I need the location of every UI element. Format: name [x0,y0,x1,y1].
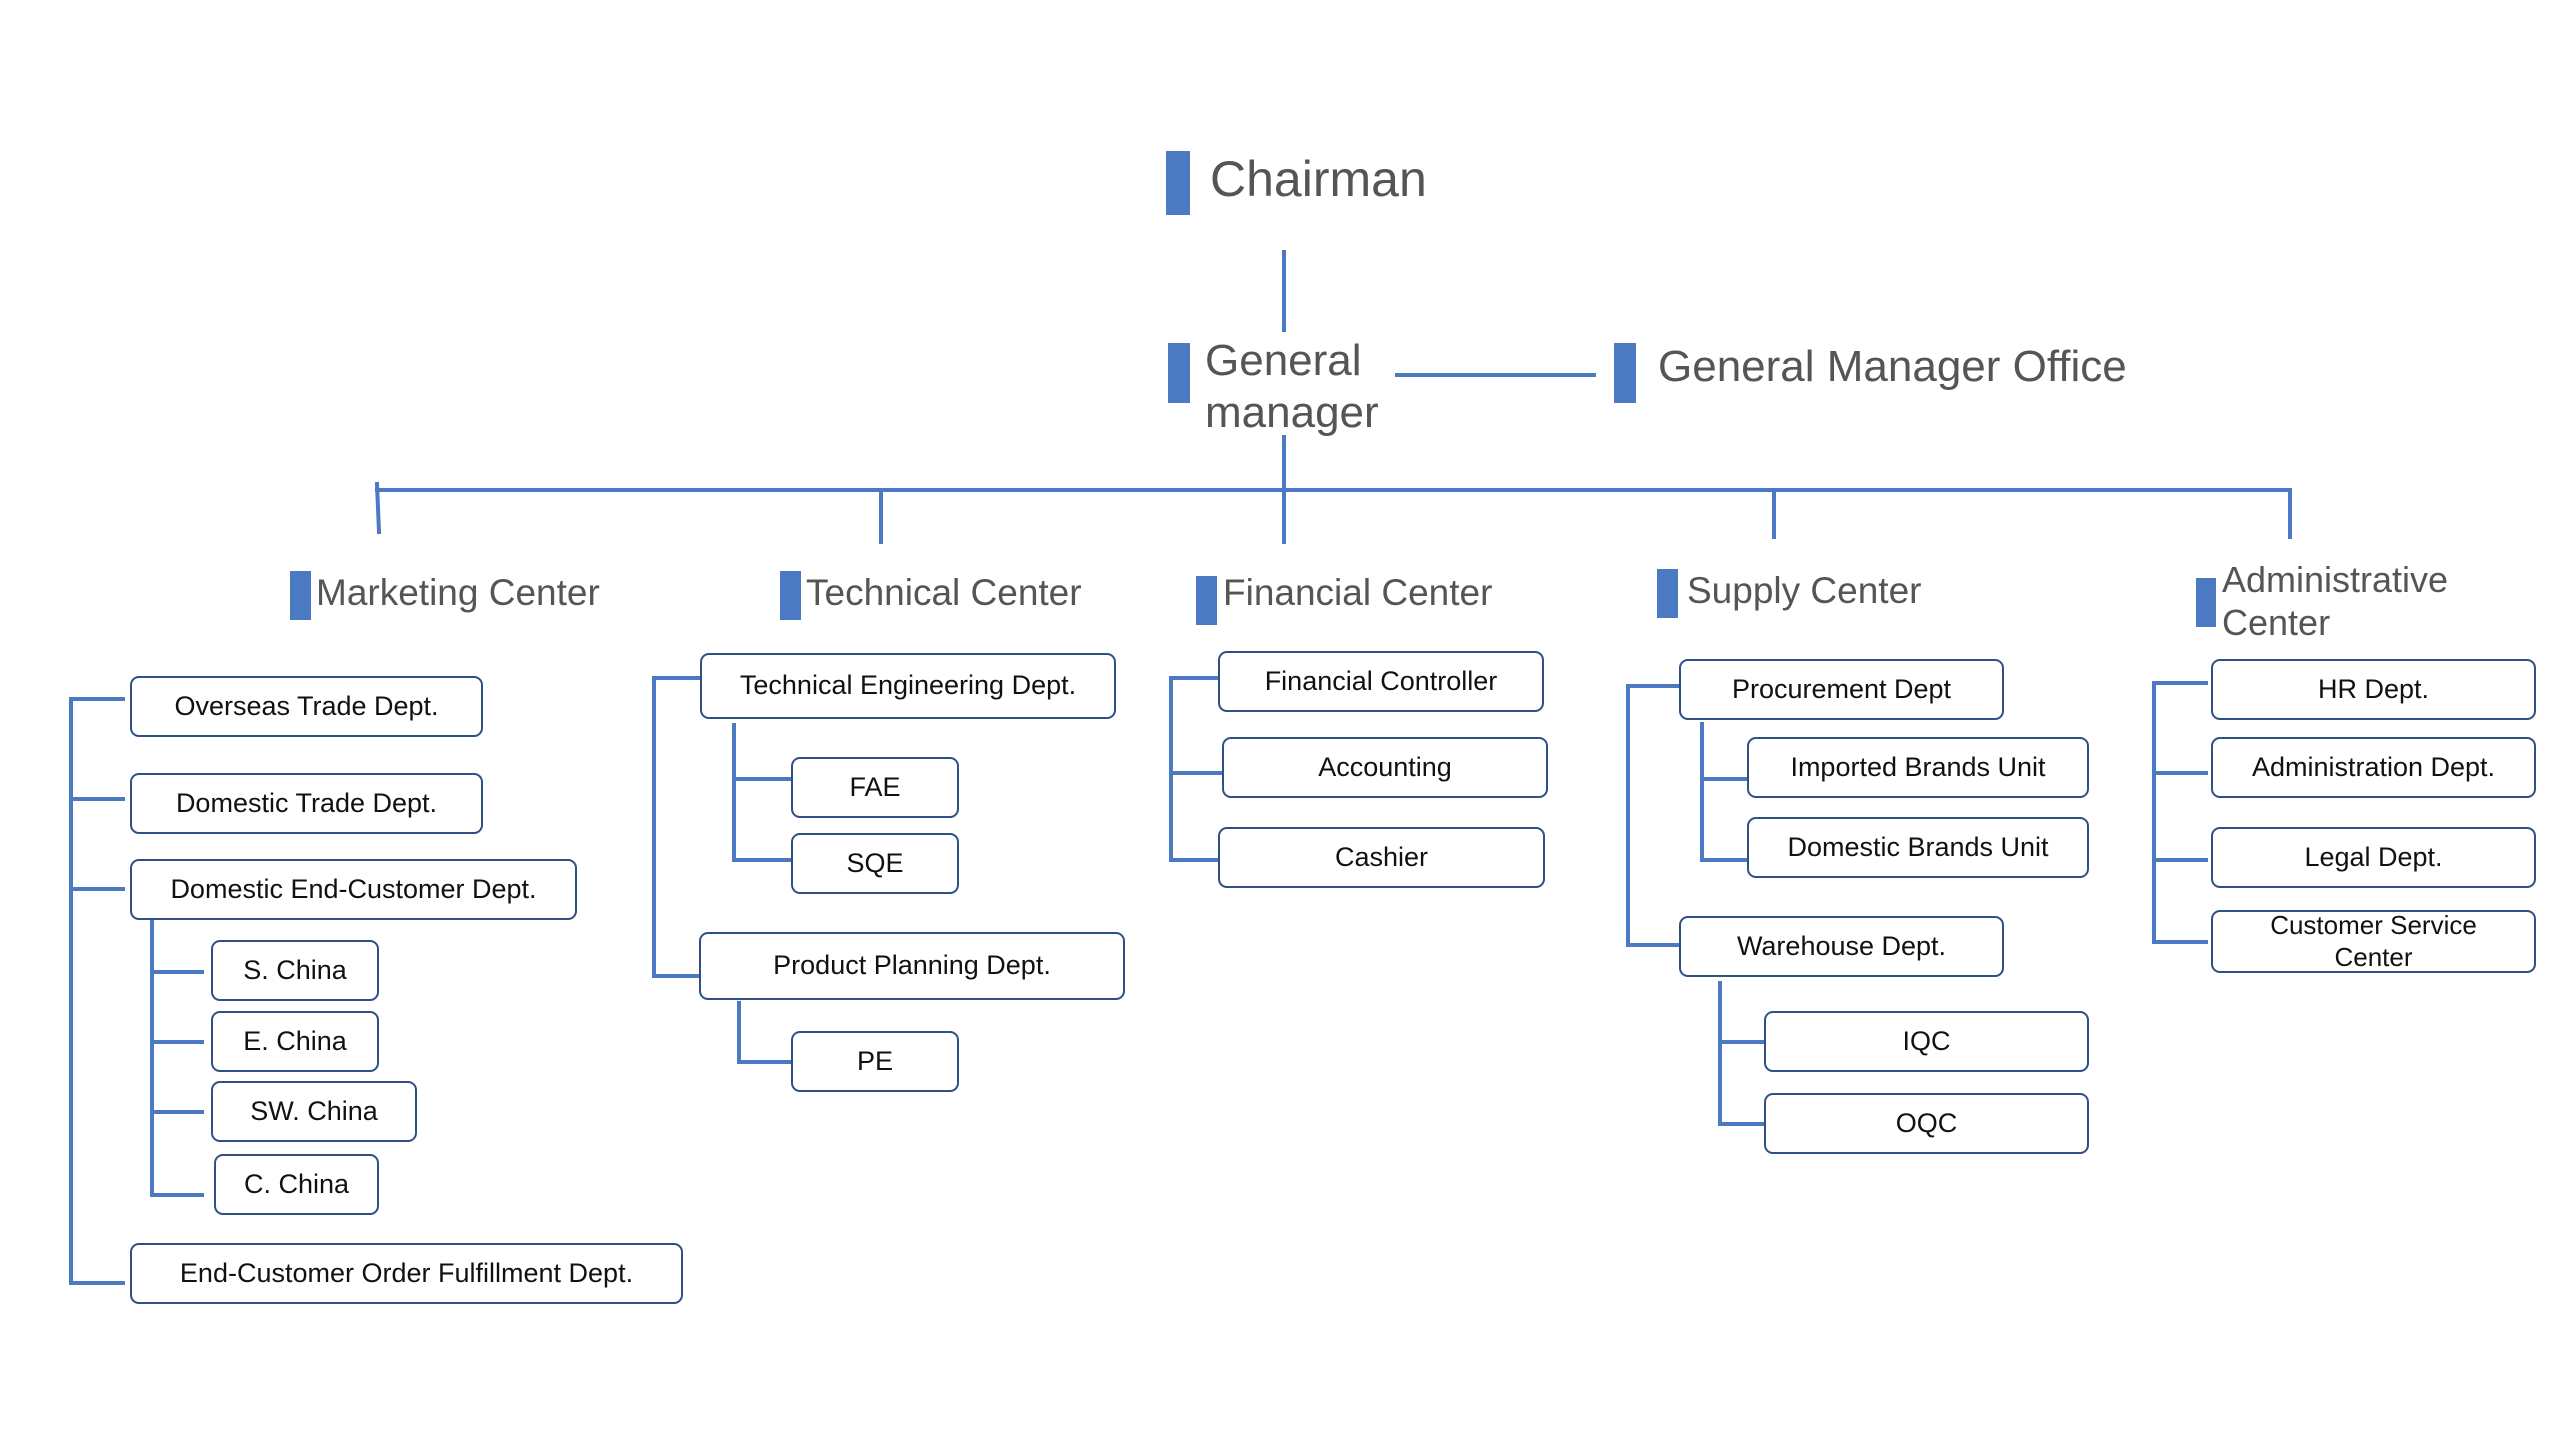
imported-brands-unit-node: Imported Brands Unit [1747,737,2089,798]
supply-center-title: Supply Center [1687,570,1922,611]
domestic-trade-dept-node: Domestic Trade Dept. [130,773,483,834]
financial-center-accent-bar [1196,576,1217,625]
customer-service-center-node: Customer Service Center [2211,910,2536,973]
oqc-node: OQC [1764,1093,2089,1154]
hr-dept-node: HR Dept. [2211,659,2536,720]
marketing-center-accent-bar [290,571,311,620]
gm-office-accent-bar [1614,343,1636,403]
technical-engineering-dept-node: Technical Engineering Dept. [700,653,1116,719]
general-manager-title: General manager [1205,336,1379,437]
iqc-node: IQC [1764,1011,2089,1072]
accounting-node: Accounting [1222,737,1548,798]
technical-center-accent-bar [780,571,801,620]
procurement-dept-node: Procurement Dept [1679,659,2004,720]
overseas-trade-dept-node: Overseas Trade Dept. [130,676,483,737]
pe-node: PE [791,1031,959,1092]
financial-controller-node: Financial Controller [1218,651,1544,712]
administration-dept-node: Administration Dept. [2211,737,2536,798]
financial-center-title: Financial Center [1223,572,1493,613]
end-customer-fulfillment-dept-node: End-Customer Order Fulfillment Dept. [130,1243,683,1304]
region-node-c-china: C. China [214,1154,379,1215]
general-manager-accent-bar [1168,343,1190,403]
technical-center-title: Technical Center [806,572,1082,613]
supply-center-accent-bar [1657,569,1678,618]
sqe-node: SQE [791,833,959,894]
legal-dept-node: Legal Dept. [2211,827,2536,888]
administrative-center-accent-bar [2196,578,2216,627]
fae-node: FAE [791,757,959,818]
region-node-e-china: E. China [211,1011,379,1072]
administrative-center-title: Administrative Center [2222,559,2449,643]
warehouse-dept-node: Warehouse Dept. [1679,916,2004,977]
cashier-node: Cashier [1218,827,1545,888]
region-node-s-china: S. China [211,940,379,1001]
product-planning-dept-node: Product Planning Dept. [699,932,1125,1000]
gm-office-title: General Manager Office [1658,342,2127,391]
chairman-title: Chairman [1210,151,1427,207]
domestic-brands-unit-node: Domestic Brands Unit [1747,817,2089,878]
region-node-sw-china: SW. China [211,1081,417,1142]
domestic-end-customer-dept-node: Domestic End-Customer Dept. [130,859,577,920]
marketing-center-title: Marketing Center [316,572,600,613]
chairman-accent-bar [1166,151,1190,215]
